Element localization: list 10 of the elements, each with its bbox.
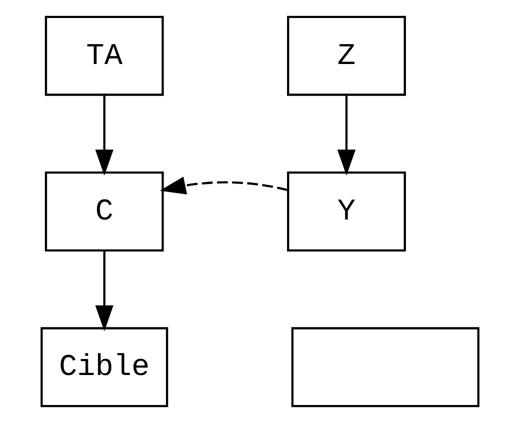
arrow (94, 251, 113, 332)
node-box: C (44, 172, 164, 252)
node-box: Cible (40, 327, 168, 408)
node-box: Y (286, 172, 406, 252)
node-box: Z (286, 16, 406, 96)
arrow (94, 95, 113, 176)
node-box (290, 327, 479, 408)
arrow (336, 95, 356, 176)
node-box: TA (44, 16, 164, 96)
arrow (159, 176, 288, 194)
